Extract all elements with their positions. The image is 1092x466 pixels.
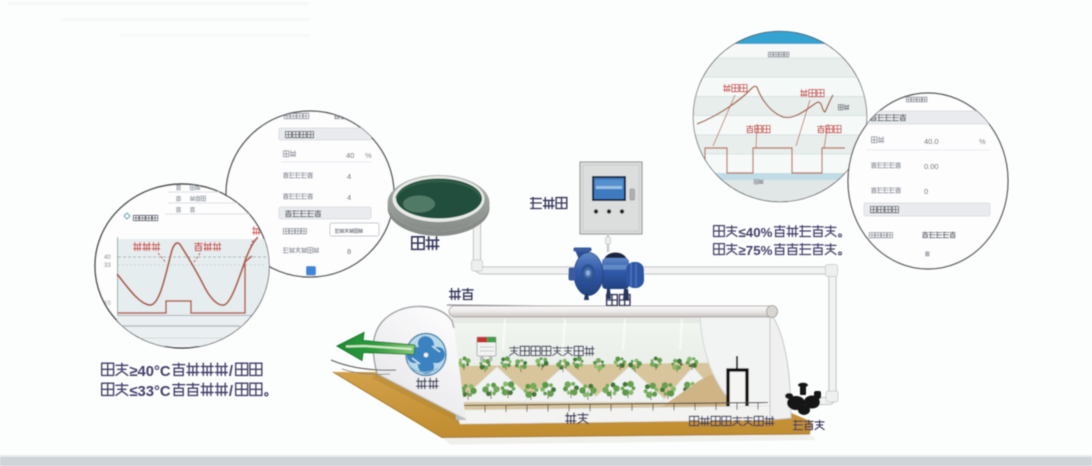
svg-text:≥75%: ≥75% xyxy=(739,243,773,258)
svg-text:%: % xyxy=(979,137,986,146)
svg-text:/: / xyxy=(229,364,233,380)
svg-text:≤33°C: ≤33°C xyxy=(129,384,170,400)
svg-text:/: / xyxy=(229,384,233,400)
svg-text:8: 8 xyxy=(347,247,351,256)
svg-text:4: 4 xyxy=(347,193,351,202)
svg-text:40.0: 40.0 xyxy=(924,137,939,146)
svg-text:%: % xyxy=(365,151,372,160)
svg-text:10: 10 xyxy=(104,301,111,307)
svg-text:4: 4 xyxy=(347,172,351,181)
svg-text:33: 33 xyxy=(104,263,111,269)
svg-text:40: 40 xyxy=(346,151,354,160)
svg-text:≥40°C: ≥40°C xyxy=(129,364,170,380)
svg-text:0.00: 0.00 xyxy=(924,162,939,171)
svg-text:40: 40 xyxy=(104,255,111,261)
svg-text:0: 0 xyxy=(924,187,928,196)
svg-text:≤40%: ≤40% xyxy=(739,225,773,240)
